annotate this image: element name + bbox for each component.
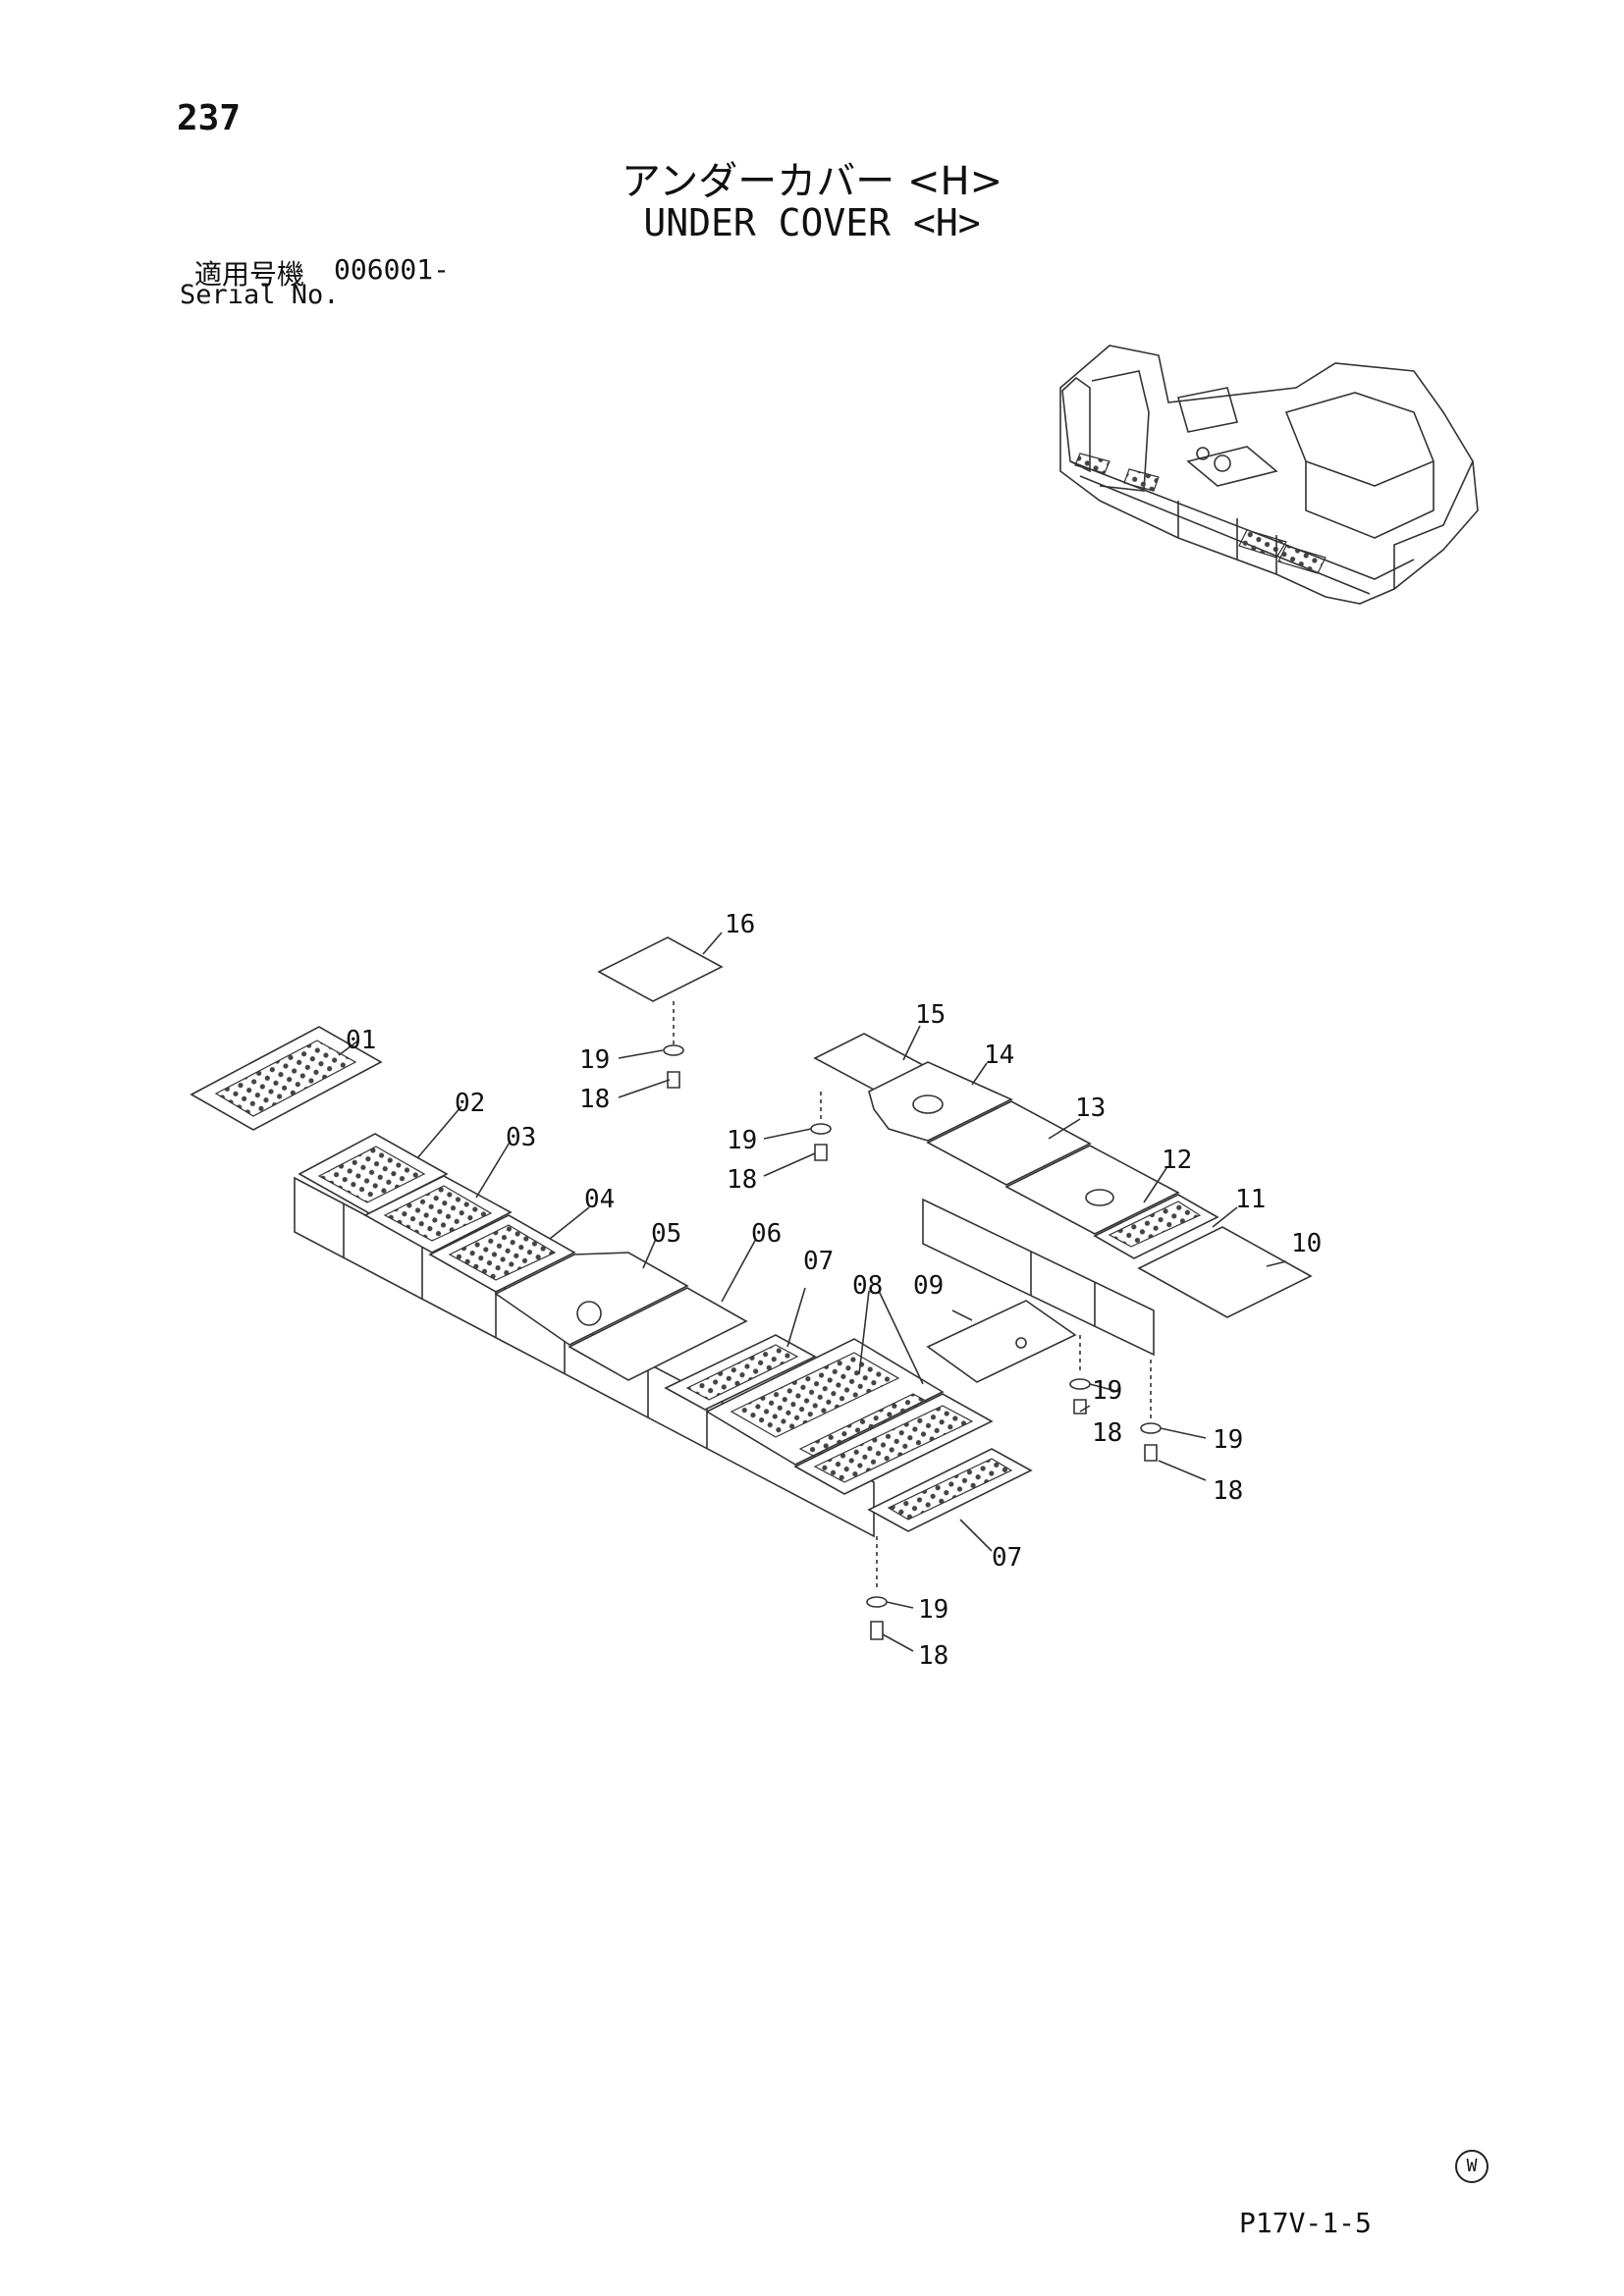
left-under-cover-assembly (189, 936, 1033, 1640)
callout-16: 16 (725, 910, 755, 939)
callout-06: 06 (751, 1219, 782, 1249)
serial-value: 006001- (334, 253, 451, 286)
page-title-japanese: アンダーカバー <H> (621, 159, 1003, 204)
callout-12: 12 (1162, 1146, 1192, 1175)
serial-label-english: Serial No. (180, 280, 340, 310)
callout-18-mid: 18 (727, 1165, 757, 1195)
callout-15: 15 (915, 1000, 946, 1030)
callout-03: 03 (506, 1123, 536, 1152)
callout-10: 10 (1291, 1229, 1322, 1258)
callout-18-plate09: 18 (1092, 1418, 1122, 1448)
callout-19-top: 19 (579, 1045, 610, 1075)
callout-leaders (338, 932, 1287, 1652)
callout-11: 11 (1235, 1185, 1266, 1214)
serial-label-japanese: 適用号機 (194, 258, 305, 291)
callout-19-plate09: 19 (1092, 1376, 1122, 1406)
callout-14: 14 (984, 1041, 1014, 1070)
callout-19-right: 19 (1213, 1425, 1243, 1455)
callout-13: 13 (1075, 1094, 1106, 1123)
part-09-cover (926, 1300, 1077, 1383)
callout-07-upper: 07 (803, 1247, 834, 1276)
callout-18-bottom: 18 (918, 1641, 948, 1671)
callout-19-mid: 19 (727, 1126, 757, 1155)
part-16-cover (597, 936, 724, 1002)
callout-01: 01 (346, 1026, 376, 1055)
callout-labels: 01 02 03 04 05 06 07 08 09 10 11 12 13 1… (346, 910, 1322, 1671)
callout-08: 08 (852, 1271, 883, 1301)
callout-07-lower: 07 (992, 1543, 1022, 1573)
callout-09: 09 (913, 1271, 944, 1301)
part-13-cover (926, 1100, 1092, 1186)
drawing-code: P17V-1-5 (1239, 2207, 1372, 2239)
part-12-cover (1004, 1145, 1180, 1235)
w-mark-circle: W (1455, 2150, 1489, 2183)
page-number: 237 (177, 98, 242, 138)
part-06-cover (568, 1287, 748, 1381)
callout-04: 04 (584, 1185, 615, 1214)
part-10-cover (1137, 1226, 1313, 1318)
part-14-cover (868, 1061, 1013, 1142)
callout-18-right: 18 (1213, 1476, 1243, 1506)
machine-overview-drawing (1059, 345, 1479, 605)
callout-05: 05 (651, 1219, 681, 1249)
callout-02: 02 (455, 1089, 485, 1118)
part-09-assembly (926, 1300, 1091, 1415)
right-under-cover-assembly (810, 1033, 1313, 1462)
page-title-english: UNDER COVER <H> (643, 201, 981, 244)
callout-18-top: 18 (579, 1085, 610, 1114)
callout-19-bottom: 19 (918, 1595, 948, 1625)
part-05-cover (494, 1252, 689, 1346)
